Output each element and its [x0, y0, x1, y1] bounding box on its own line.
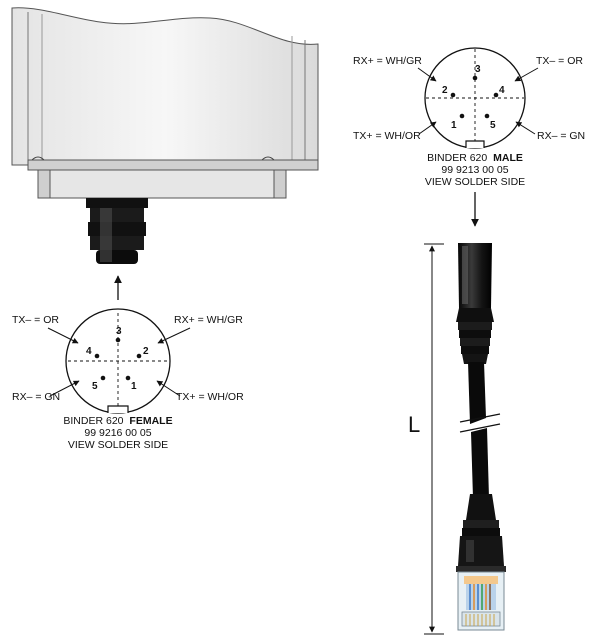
cable-lower — [471, 428, 489, 498]
device-socket — [86, 198, 148, 264]
male-label-top-left: RX+ = WH/GR — [353, 55, 422, 67]
male-pin-4-label: 4 — [499, 85, 505, 96]
male-pin-5-dot — [484, 113, 490, 119]
male-caption-view: VIEW SOLDER SIDE — [425, 176, 525, 188]
length-label: L — [408, 412, 420, 437]
female-pin-1-label: 1 — [131, 381, 137, 392]
male-caption-brand: BINDER 620 — [427, 152, 487, 164]
device-housing — [11, 7, 319, 199]
cable-assembly — [456, 243, 506, 631]
female-pin-2-dot — [136, 353, 142, 359]
male-connector-diagram: 3 2 4 1 5 RX+ = WH/GR TX– = OR TX+ = WH/… — [353, 47, 585, 188]
female-connector-diagram: 3 4 2 5 1 TX– = OR RX+ = WH/GR RX– = GN … — [12, 308, 244, 451]
length-dimension: L — [408, 243, 444, 635]
female-label-bottom-right: TX+ = WH/OR — [176, 391, 244, 403]
female-label-top-right: RX+ = WH/GR — [174, 314, 243, 326]
male-caption-line1: BINDER 620 MALE — [427, 152, 523, 164]
male-caption-type: MALE — [493, 152, 523, 164]
circular-plug — [456, 243, 494, 364]
female-caption-type: FEMALE — [129, 415, 172, 427]
male-pin-1-dot — [459, 113, 465, 119]
female-pin-1-dot — [125, 375, 131, 381]
cable-break-mark-lower — [459, 423, 501, 433]
female-pin-3-label: 3 — [116, 326, 122, 337]
female-caption-line1: BINDER 620 FEMALE — [63, 415, 172, 427]
male-label-top-right: TX– = OR — [536, 55, 583, 67]
female-caption-brand: BINDER 620 — [63, 415, 123, 427]
male-pin-1-label: 1 — [451, 120, 457, 131]
female-pin-4-dot — [94, 353, 100, 359]
female-caption-view: VIEW SOLDER SIDE — [68, 439, 168, 451]
rj45-plug — [456, 494, 506, 631]
female-pin-4-label: 4 — [86, 346, 92, 357]
male-pin-3-label: 3 — [475, 64, 481, 75]
male-pin-2-dot — [450, 92, 456, 98]
male-pin-4-dot — [493, 92, 499, 98]
male-label-bottom-right: RX– = GN — [537, 130, 585, 142]
female-caption-part-number: 99 9216 00 05 — [84, 427, 151, 439]
cable-break-mark-upper — [459, 413, 501, 423]
male-pin-3-dot — [472, 75, 478, 81]
male-caption-part-number: 99 9213 00 05 — [441, 164, 508, 176]
cable-upper — [468, 362, 486, 424]
male-label-bottom-left: TX+ = WH/OR — [353, 130, 421, 142]
female-pin-3-dot — [115, 337, 121, 343]
male-pin-2-label: 2 — [442, 85, 448, 96]
female-label-bottom-left: RX– = GN — [12, 391, 60, 403]
female-pin-2-label: 2 — [143, 346, 149, 357]
female-label-top-left: TX– = OR — [12, 314, 59, 326]
female-pin-5-dot — [100, 375, 106, 381]
female-pin-5-label: 5 — [92, 381, 98, 392]
male-pin-5-label: 5 — [490, 120, 496, 131]
